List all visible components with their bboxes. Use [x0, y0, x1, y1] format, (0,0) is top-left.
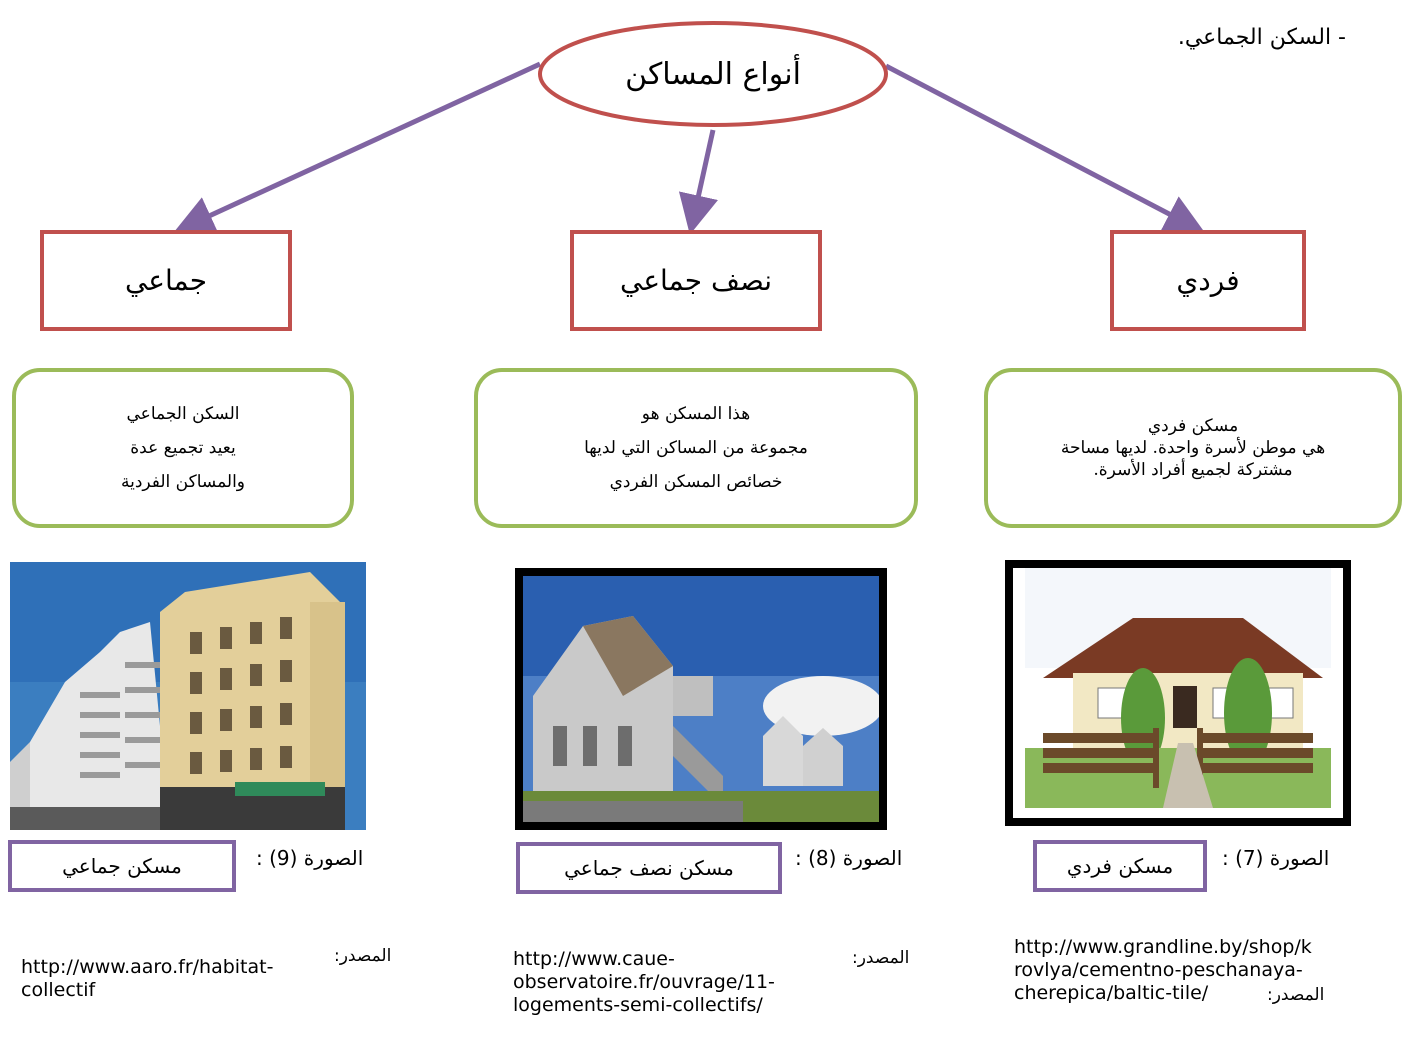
caption-individual-box: مسكن فردي — [1033, 840, 1207, 892]
caption-individual-label: الصورة (7) : — [1222, 846, 1330, 870]
description-line: مشتركة لجميع أفراد الأسرة. — [1093, 460, 1293, 480]
arrow-to-individual — [884, 63, 1205, 233]
source-line: collectif — [21, 979, 96, 1001]
category-semi-collective-label: نصف جماعي — [619, 264, 773, 297]
source-line: cherepica/baltic-tile/ — [1014, 982, 1209, 1004]
category-individual: فردي — [1110, 230, 1306, 331]
arrow-to-semi-collective — [678, 129, 719, 235]
source-line: http://www.caue- — [513, 948, 675, 970]
root-label: أنواع المساكن — [625, 56, 801, 92]
source-line: http://www.grandline.by/shop/k — [1014, 936, 1312, 958]
caption-individual-text: مسكن فردي — [1066, 854, 1174, 878]
top-note-line: - السكن الجماعي. — [1177, 25, 1346, 50]
description-line: خصائص المسكن الفردي — [609, 472, 783, 492]
photo-individual-house — [1005, 560, 1351, 826]
source-line: observatoire.fr/ouvrage/11- — [513, 971, 775, 993]
category-collective-label: جماعي — [124, 264, 208, 297]
caption-semi-collective-text: مسكن نصف جماعي — [564, 856, 734, 880]
source-individual: http://www.grandline.by/shop/k rovlya/ce… — [1014, 936, 1374, 1005]
source-semi-collective: http://www.caue- observatoire.fr/ouvrage… — [513, 948, 843, 1017]
arrow-to-collective — [173, 61, 542, 234]
source-collective: http://www.aaro.fr/habitat- collectif — [21, 956, 341, 1002]
description-collective: السكن الجماعي يعيد تجميع عدة والمساكن ال… — [12, 368, 354, 528]
caption-collective-label: الصورة (9) : — [256, 846, 364, 870]
source-line: logements-semi-collectifs/ — [513, 994, 763, 1016]
caption-collective-text: مسكن جماعي — [62, 854, 182, 878]
description-line: يعيد تجميع عدة — [130, 438, 236, 458]
category-individual-label: فردي — [1176, 264, 1240, 297]
source-collective-label: المصدر: — [334, 946, 392, 966]
source-semi-collective-label: المصدر: — [852, 948, 910, 968]
source-individual-label: المصدر: — [1267, 985, 1325, 1005]
caption-semi-collective-label: الصورة (8) : — [795, 846, 903, 870]
source-line: rovlya/cementno-peschanaya- — [1014, 959, 1303, 981]
category-semi-collective: نصف جماعي — [570, 230, 822, 331]
caption-semi-collective-box: مسكن نصف جماعي — [516, 842, 782, 894]
description-line: هذا المسكن هو — [641, 404, 751, 424]
category-collective: جماعي — [40, 230, 292, 331]
description-line: مجموعة من المساكن التي لديها — [584, 438, 808, 458]
description-line: هي موطن لأسرة واحدة. لديها مساحة — [1060, 438, 1326, 458]
root-node: أنواع المساكن — [537, 20, 889, 128]
description-line: السكن الجماعي — [126, 404, 240, 424]
photo-semi-collective-building — [515, 568, 887, 830]
description-semi-collective: هذا المسكن هو مجموعة من المساكن التي لدي… — [474, 368, 918, 528]
root-ellipse-shape — [538, 21, 888, 127]
description-line: مسكن فردي — [1147, 416, 1239, 436]
caption-collective-box: مسكن جماعي — [8, 840, 236, 892]
description-line: والمساكن الفردية — [120, 472, 246, 492]
source-line: http://www.aaro.fr/habitat- — [21, 956, 274, 978]
description-individual: مسكن فردي هي موطن لأسرة واحدة. لديها مسا… — [984, 368, 1402, 528]
photo-collective-building — [10, 562, 366, 830]
